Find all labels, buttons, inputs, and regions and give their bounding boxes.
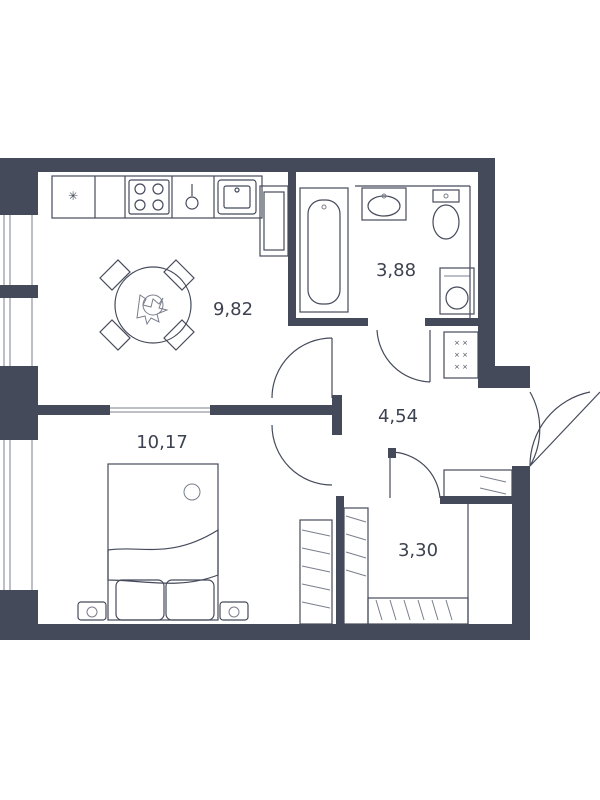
wardrobe-area-label: 3,30 [398, 540, 438, 561]
walls [0, 158, 530, 640]
doors [271, 329, 600, 499]
dining-table-icon [99, 259, 195, 351]
kitchen-area-label: 9,82 [213, 299, 253, 320]
bedroom-wardrobe [299, 519, 333, 625]
bathtub-icon [299, 187, 349, 313]
bedroom-area-label: 10,17 [136, 432, 188, 453]
fridge-icon [259, 185, 289, 257]
hood-icon: ✳ [68, 189, 78, 203]
svg-text:× ×: × × [454, 363, 468, 371]
toilet-icon [432, 189, 460, 240]
hallway-area-label: 4,54 [378, 406, 418, 427]
shoe-cabinet-icon: × × × × × × [443, 331, 479, 379]
faucet-icon [185, 184, 199, 210]
radiator-icon [77, 601, 249, 621]
washing-machine-icon [439, 267, 475, 315]
kitchen-counter: ✳ [51, 175, 263, 219]
sink-icon [217, 179, 257, 215]
bath-sink-icon [361, 187, 407, 221]
bed-icon [107, 463, 219, 621]
svg-text:× ×: × × [454, 339, 468, 347]
bathroom-area-label: 3,88 [376, 260, 416, 281]
svg-text:× ×: × × [454, 351, 468, 359]
walk-in-wardrobe [343, 469, 513, 625]
windows [0, 215, 210, 590]
cooktop-icon [128, 179, 170, 215]
